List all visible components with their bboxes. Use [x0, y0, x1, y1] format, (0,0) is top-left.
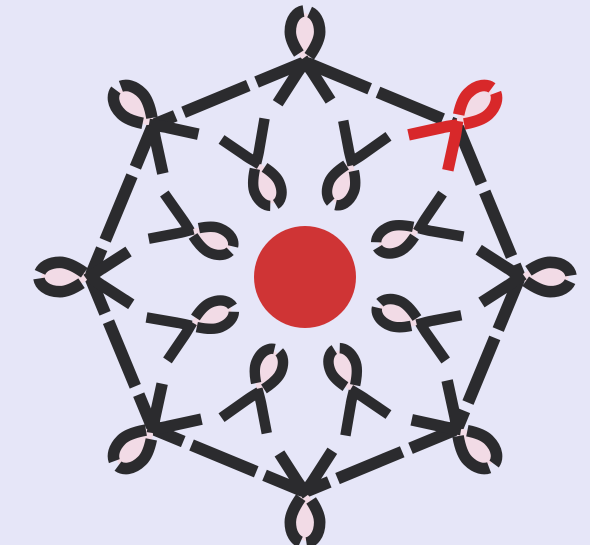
inner-ribbon-3	[371, 293, 466, 364]
inner-ribbon-6-band	[145, 295, 240, 366]
inner-ribbon-4	[323, 342, 394, 437]
outer-ribbon-8-loop	[116, 88, 154, 126]
outer-ribbon-5	[272, 447, 338, 545]
inner-ribbon-7-band	[144, 190, 239, 261]
outer-ribbon-2-band	[407, 79, 503, 175]
inner-ribbon-2	[370, 188, 465, 259]
inner-ribbon-1-band	[321, 116, 392, 211]
outer-ribbon-1-band	[272, 5, 338, 107]
outer-ribbon-8-band	[107, 79, 203, 175]
outer-ribbon-2-loop	[456, 88, 494, 126]
outer-ribbon-3	[475, 244, 577, 310]
inner-ribbon-4-band	[323, 342, 394, 437]
outer-ribbon-5-band	[272, 447, 338, 545]
inner-ribbon-5	[218, 343, 289, 438]
outer-ribbon-1	[272, 5, 338, 107]
inner-ribbon-2-band	[370, 188, 465, 259]
inner-ribbon-7	[144, 190, 239, 261]
inner-ribbon-1	[321, 116, 392, 211]
inner-ribbon-6	[145, 295, 240, 366]
inner-ribbon-8-band	[216, 117, 287, 212]
inner-ribbon-8	[216, 117, 287, 212]
outer-ribbon-3-band	[475, 244, 577, 310]
outer-ribbon-4	[407, 379, 503, 475]
outer-ribbon-4-band	[407, 379, 503, 475]
inner-ribbon-3-band	[371, 293, 466, 364]
outer-ribbon-7-band	[33, 244, 135, 310]
center-red-circle	[254, 226, 356, 328]
outer-ribbon-7	[33, 244, 135, 310]
outer-ribbon-6-band	[107, 379, 203, 475]
outer-ribbon-4-loop	[456, 428, 494, 466]
outer-ribbon-2	[407, 79, 503, 175]
inner-ribbon-5-band	[218, 343, 289, 438]
outer-ribbon-6	[107, 379, 203, 475]
outer-ribbon-8	[107, 79, 203, 175]
outer-ribbon-6-loop	[116, 428, 154, 466]
